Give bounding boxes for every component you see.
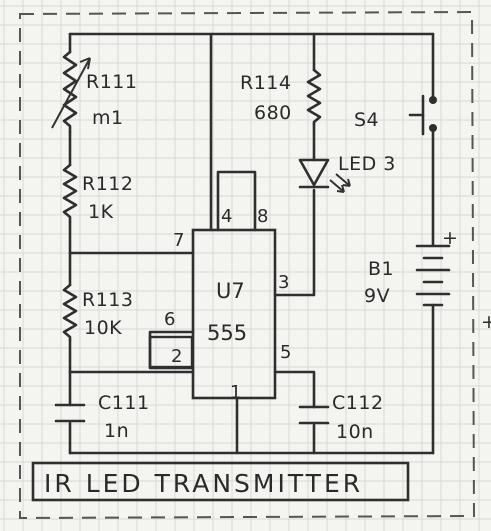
c111-value: 1n — [104, 420, 129, 442]
b1-label: B1 — [368, 258, 394, 280]
pin-8-label: 8 — [257, 206, 268, 227]
r112-label: R112 — [82, 173, 133, 195]
pin-5-label: 5 — [280, 342, 291, 363]
c111-capacitor — [54, 403, 86, 423]
margin-plus-mark: + — [481, 311, 491, 333]
s4-label: S4 — [354, 109, 379, 131]
pin-1-label: 1 — [230, 382, 241, 403]
c111-label: C111 — [98, 392, 150, 414]
pin2-box — [148, 335, 194, 369]
title-box — [31, 461, 410, 502]
r114-resistor — [306, 68, 322, 126]
pin-7-label: 7 — [173, 230, 184, 251]
r111-label: R111 — [86, 71, 137, 93]
c112-capacitor — [298, 405, 330, 425]
pin-2-label: 2 — [171, 346, 182, 367]
wire-pin4-pin8-loop — [216, 170, 257, 232]
wire-pin5 — [273, 370, 316, 409]
s4-switch — [408, 94, 437, 136]
led3-symbol — [298, 158, 351, 193]
r113-value: 10K — [84, 317, 122, 339]
b1-polarity: + — [442, 227, 458, 249]
r111-variable-arrow — [51, 57, 91, 129]
title-text: IR LED TRANSMITTER — [44, 469, 363, 498]
u7-part: 555 — [207, 321, 247, 345]
r113-label: R113 — [82, 289, 133, 311]
b1-value: 9V — [364, 285, 390, 307]
wire-led-to-pin3 — [273, 188, 316, 297]
pin-4-label: 4 — [221, 206, 232, 227]
led3-label: LED 3 — [338, 153, 396, 175]
u7-label: U7 — [216, 279, 245, 303]
r112-value: 1K — [88, 201, 114, 223]
c112-label: C112 — [332, 392, 384, 414]
pin-6-label: 6 — [164, 309, 175, 330]
r111-value: m1 — [92, 107, 124, 129]
r113-resistor — [62, 283, 78, 342]
c112-value: 10n — [336, 421, 374, 443]
pin-3-label: 3 — [278, 272, 289, 293]
r114-label: R114 — [240, 72, 291, 94]
b1-battery — [415, 244, 451, 307]
u7-chip-body — [191, 228, 277, 400]
r112-resistor — [62, 163, 78, 224]
dashed-border — [19, 10, 476, 520]
r114-value: 680 — [254, 102, 292, 124]
